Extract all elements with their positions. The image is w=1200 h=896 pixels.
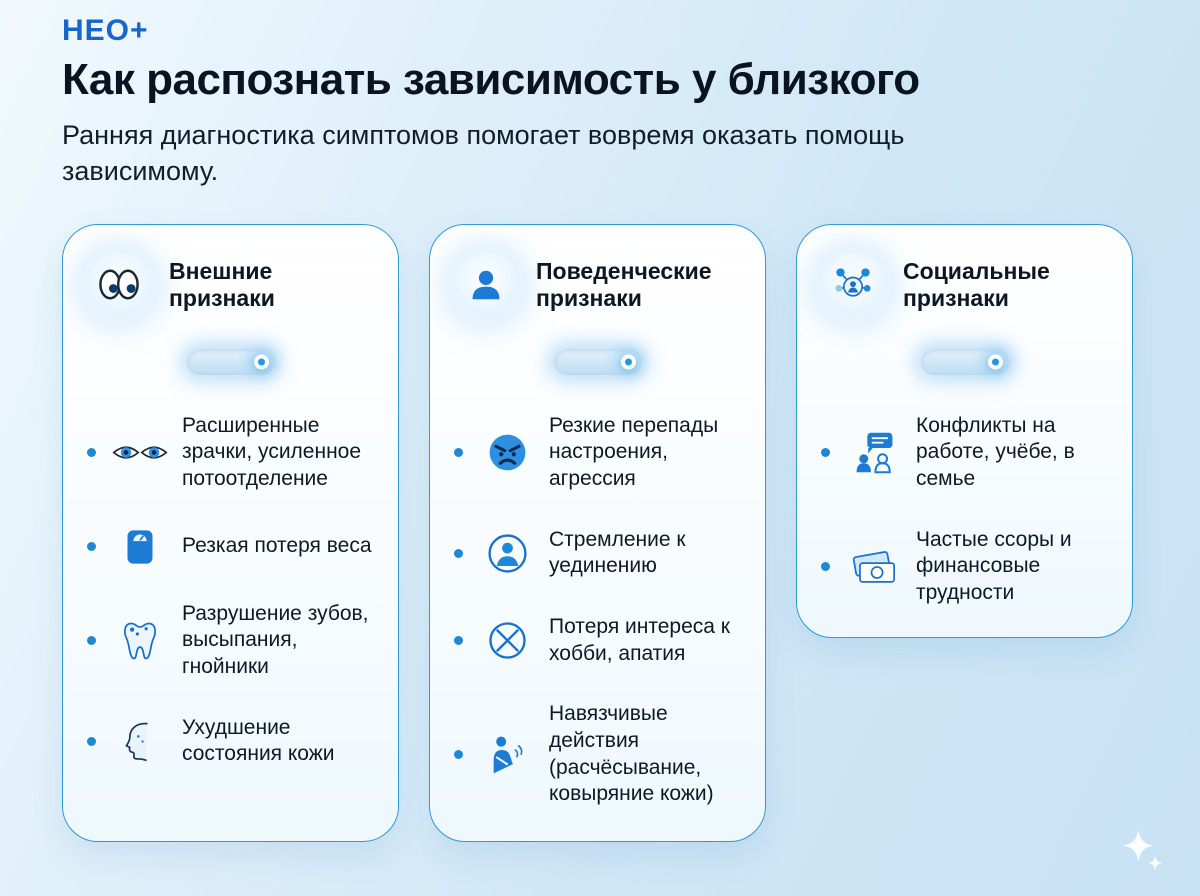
card-header: Поведенческие признаки	[452, 252, 743, 317]
crossed-circle-icon	[479, 619, 535, 662]
cards-row: Внешние признаки	[62, 223, 1140, 842]
card-header: Внешние признаки	[85, 252, 376, 317]
list-item: Разрушение зубов, высыпания, гнойники	[87, 601, 376, 681]
item-text: Резкая потеря веса	[182, 534, 372, 558]
card-external-signs: Внешние признаки	[62, 223, 399, 842]
signs-list: Расширенные зрачки, усиленное потоотделе…	[85, 413, 376, 768]
tooth-icon	[112, 620, 168, 662]
page-subtitle: Ранняя диагностика симптомов помогает во…	[62, 120, 905, 187]
toggle-switch[interactable]	[920, 348, 1009, 375]
bullet-dot	[87, 448, 96, 458]
bullet-dot	[454, 548, 463, 558]
angry-face-icon	[479, 431, 535, 474]
bullet-dot	[87, 636, 96, 646]
brand-logo: НЕО+	[62, 14, 149, 47]
bullet-dot	[821, 562, 830, 572]
item-text: Частые ссоры и финансовые трудности	[916, 527, 1072, 604]
signs-list: Конфликты на работе, учёбе, в семье	[819, 413, 1110, 607]
person-icon	[454, 252, 518, 317]
card-header: Социальные признаки	[819, 252, 1110, 317]
list-item: Навязчивые действия (расчёсывание, ковыр…	[454, 701, 743, 808]
toggle-switch[interactable]	[186, 348, 275, 375]
bullet-dot	[454, 448, 463, 458]
signs-list: Резкие перепады настроения, агрессия Стр…	[452, 413, 743, 808]
item-text: Навязчивые действия (расчёсывание, ковыр…	[549, 702, 714, 806]
scratching-person-icon	[479, 733, 535, 777]
bullet-dot	[87, 542, 96, 552]
list-item: Стремление к уединению	[454, 527, 743, 580]
sparkle-icon	[1118, 827, 1166, 880]
card-title: Внешние признаки	[169, 257, 275, 311]
bullet-dot	[454, 750, 463, 760]
toggle-knob[interactable]	[987, 354, 1003, 370]
bullet-dot	[87, 736, 96, 746]
list-item: Потеря интереса к хобби, апатия	[454, 614, 743, 667]
item-text: Стремление к уединению	[549, 527, 686, 578]
toggle-knob[interactable]	[253, 354, 269, 370]
item-text: Потеря интереса к хобби, апатия	[549, 614, 730, 665]
card-title: Поведенческие признаки	[536, 257, 712, 311]
list-item: Частые ссоры и финансовые трудности	[821, 527, 1110, 607]
conflict-chat-icon	[846, 431, 902, 474]
item-text: Ухудшение состояния кожи	[182, 715, 335, 766]
list-item: Ухудшение состояния кожи	[87, 715, 376, 768]
face-profile-icon	[112, 721, 168, 762]
money-icon	[846, 546, 902, 587]
solitude-person-icon	[479, 532, 535, 575]
list-item: Расширенные зрачки, усиленное потоотделе…	[87, 413, 376, 493]
page-title: Как распознать зависимость у близкого	[62, 55, 920, 104]
item-text: Разрушение зубов, высыпания, гнойники	[182, 601, 369, 678]
item-text: Резкие перепады настроения, агрессия	[549, 413, 719, 490]
item-text: Расширенные зрачки, усиленное потоотделе…	[182, 413, 362, 490]
card-behavioral-signs: Поведенческие признаки	[429, 223, 766, 842]
toggle-switch[interactable]	[553, 348, 642, 375]
item-text: Конфликты на работе, учёбе, в семье	[916, 413, 1075, 490]
bullet-dot	[821, 448, 830, 458]
list-item: Резкая потеря веса	[87, 527, 376, 567]
toggle-knob[interactable]	[620, 354, 636, 370]
social-network-icon	[821, 252, 885, 317]
page-header: НЕО+ Как распознать зависимость у близко…	[0, 0, 1200, 190]
eyes-icon	[87, 252, 151, 317]
card-social-signs: Социальные признаки	[796, 223, 1133, 638]
list-item: Конфликты на работе, учёбе, в семье	[821, 413, 1110, 493]
card-title: Социальные признаки	[903, 257, 1050, 311]
dilated-pupils-icon	[112, 440, 168, 465]
bullet-dot	[454, 636, 463, 646]
weight-scale-icon	[112, 527, 168, 567]
list-item: Резкие перепады настроения, агрессия	[454, 413, 743, 493]
